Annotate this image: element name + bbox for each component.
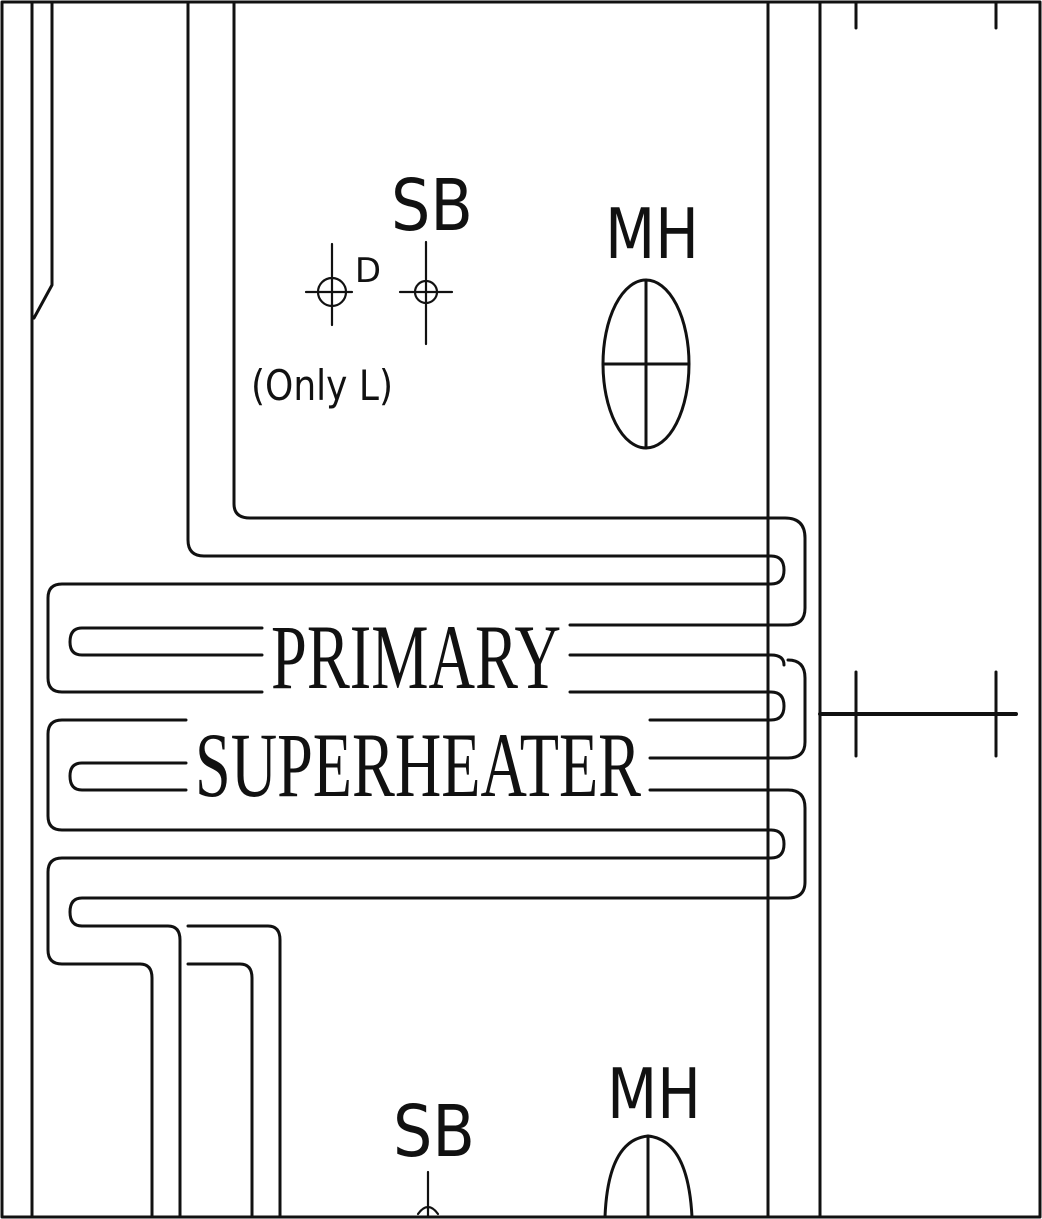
mh-label-top: MH [605, 195, 699, 275]
d-label: D [355, 251, 381, 291]
sb-label-bottom: SB [393, 1090, 475, 1173]
sb-marker-symbol-top [398, 240, 454, 346]
only-l-label: (Only L) [251, 363, 393, 411]
title-line-1: PRIMARY [271, 606, 561, 708]
manhole-symbol-bottom [603, 1134, 694, 1219]
casing-lines [766, 0, 822, 1219]
title-line-2: SUPERHEATER [195, 714, 641, 816]
outlet-tubes [80, 924, 282, 1219]
d-marker-symbol [304, 242, 354, 327]
left-wall [30, 0, 54, 1219]
superheater-coils [46, 626, 807, 966]
sb-label-top: SB [391, 164, 473, 247]
right-dimension-marks [818, 0, 1018, 758]
mh-label-bottom: MH [607, 1055, 701, 1135]
upper-duct [46, 0, 807, 694]
sb-marker-symbol-bottom [416, 1170, 440, 1219]
manhole-symbol-top [601, 278, 691, 450]
